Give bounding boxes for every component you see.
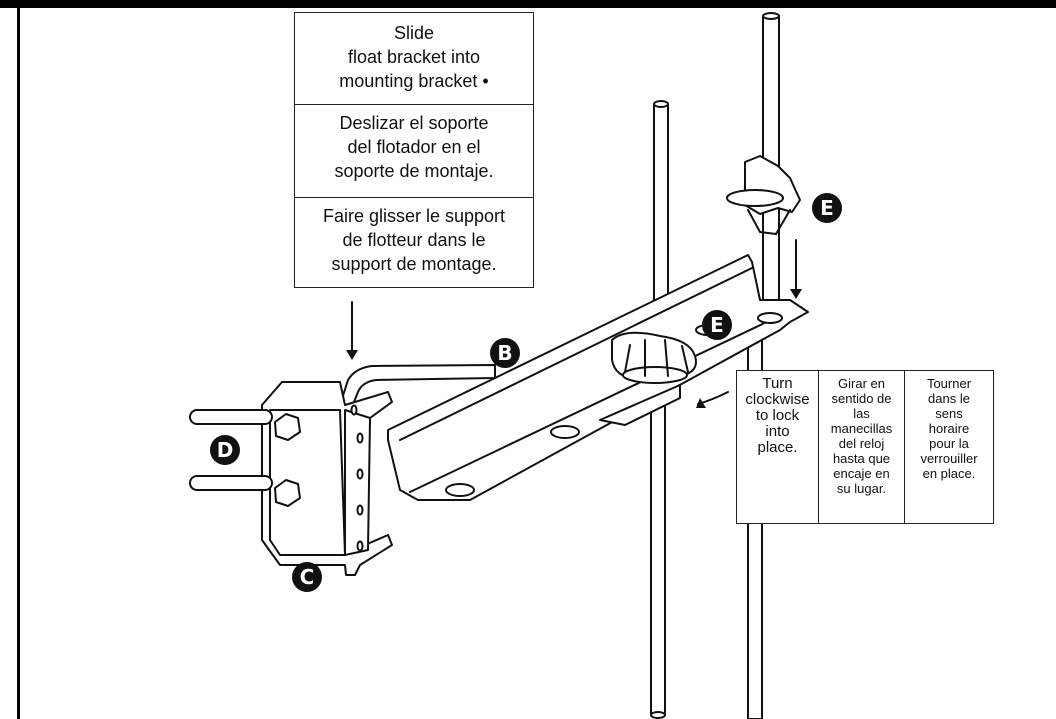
label-e-upper: E xyxy=(812,193,842,223)
instruction-es: Deslizar el soporte del flotador en el s… xyxy=(295,105,533,198)
instruction-fr: Faire glisser le support de flotteur dan… xyxy=(322,206,506,274)
slide-instruction-callout: Slide float bracket into mounting bracke… xyxy=(294,12,534,288)
bolt-head-lower xyxy=(274,479,301,507)
instruction-en: Slide float bracket into mounting bracke… xyxy=(295,13,533,105)
bolt-head-upper xyxy=(274,413,301,441)
top-border xyxy=(0,0,1056,8)
u-rod xyxy=(339,364,496,413)
pipe-lower xyxy=(189,475,273,491)
float-bracket xyxy=(387,254,809,501)
turn-instruction-en: Turn clockwise to lock into place. xyxy=(737,371,819,523)
label-e-lower: E xyxy=(702,310,732,340)
turn-instruction-box: Turn clockwise to lock into place. Girar… xyxy=(736,370,994,524)
turn-instruction-fr: Tourner dans le sens horaire pour la ver… xyxy=(920,376,978,481)
label-c: C xyxy=(292,562,322,592)
left-border xyxy=(17,8,20,719)
label-b: B xyxy=(490,338,520,368)
pipe-upper xyxy=(189,409,273,425)
middle-rod-lower xyxy=(650,397,666,716)
turn-instruction-es: Girar en sentido de las manecillas del r… xyxy=(819,371,905,523)
label-d: D xyxy=(210,435,240,465)
